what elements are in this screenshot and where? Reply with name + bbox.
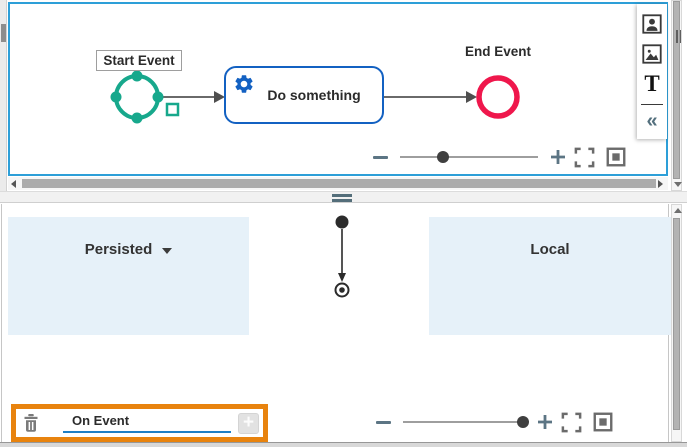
- data-panel: Persisted Local On Event +: [1, 204, 671, 442]
- zoom-out-button[interactable]: [373, 149, 388, 165]
- event-tab-name-input[interactable]: On Event: [63, 413, 231, 433]
- add-event-button[interactable]: +: [238, 412, 259, 434]
- image-icon: [642, 43, 662, 64]
- collapse-toolbar-button[interactable]: «: [640, 109, 664, 132]
- fullscreen-button[interactable]: [560, 411, 583, 434]
- zoom-slider[interactable]: [400, 151, 538, 163]
- scroll-down-arrow-icon[interactable]: [674, 182, 682, 187]
- vscroll-grip: [676, 30, 681, 43]
- local-label: Local: [530, 241, 570, 258]
- top-vscroll-thumb[interactable]: [673, 1, 681, 179]
- text-icon: T: [644, 71, 660, 96]
- scroll-right-arrow-icon[interactable]: [658, 180, 663, 188]
- sequence-flow-2[interactable]: [384, 91, 477, 103]
- bottom-zoom-controls: [376, 409, 614, 435]
- task-label: Do something: [267, 87, 361, 103]
- fit-screen-button[interactable]: [592, 411, 614, 433]
- bottom-vertical-scrollbar[interactable]: [671, 204, 682, 442]
- fit-screen-button[interactable]: [605, 146, 627, 168]
- left-panel-splitter[interactable]: [0, 0, 7, 191]
- panel-splitter[interactable]: [0, 191, 687, 203]
- portrait-tool-button[interactable]: [640, 12, 664, 35]
- canvas-side-toolbar: T «: [637, 4, 667, 139]
- start-event-label: Start Event: [96, 50, 182, 71]
- top-zoom-controls: [373, 144, 627, 170]
- portrait-icon: [642, 13, 662, 34]
- text-tool-button[interactable]: T: [640, 72, 664, 96]
- connector-start-node[interactable]: [335, 215, 349, 229]
- sequence-flow-1[interactable]: [162, 91, 225, 103]
- task-node[interactable]: Do something: [224, 66, 384, 124]
- left-splitter-grip[interactable]: [1, 24, 6, 42]
- window-bottom-edge: [0, 442, 687, 447]
- chevron-down-icon[interactable]: [162, 248, 173, 254]
- zoom-slider-thumb[interactable]: [516, 416, 529, 428]
- persisted-label: Persisted: [84, 241, 153, 258]
- top-horizontal-scrollbar[interactable]: [8, 177, 668, 190]
- zoom-in-button[interactable]: [537, 414, 553, 430]
- top-vertical-scrollbar[interactable]: [671, 0, 682, 191]
- zoom-slider[interactable]: [403, 416, 529, 428]
- splitter-handle-icon[interactable]: [332, 194, 352, 204]
- hscroll-thumb[interactable]: [22, 179, 656, 188]
- toolbar-divider: [641, 104, 663, 105]
- fullscreen-button[interactable]: [573, 146, 596, 169]
- scroll-left-arrow-icon[interactable]: [11, 180, 16, 188]
- diagram-shapes-layer: [110, 70, 520, 124]
- zoom-in-button[interactable]: [550, 149, 566, 165]
- local-lane[interactable]: Local: [429, 217, 671, 335]
- gear-icon: [235, 75, 253, 93]
- end-event-node[interactable]: [476, 75, 520, 119]
- collapse-icon: «: [646, 109, 658, 132]
- zoom-out-button[interactable]: [376, 414, 391, 430]
- connector-end-node[interactable]: [334, 282, 350, 298]
- resize-handle[interactable]: [165, 102, 180, 117]
- end-event-label: End Event: [464, 44, 531, 59]
- event-tab-bar-highlight: On Event +: [11, 404, 268, 442]
- scroll-up-arrow-icon[interactable]: [674, 208, 682, 213]
- event-connector: [334, 215, 350, 298]
- image-tool-button[interactable]: [640, 42, 664, 65]
- zoom-slider-thumb[interactable]: [436, 151, 449, 163]
- diagram-canvas[interactable]: Start Event End Event Do something: [8, 2, 668, 176]
- start-event-node[interactable]: [110, 70, 180, 124]
- persisted-lane[interactable]: Persisted: [8, 217, 249, 335]
- trash-icon[interactable]: [23, 414, 39, 432]
- bottom-vscroll-thumb[interactable]: [673, 218, 680, 430]
